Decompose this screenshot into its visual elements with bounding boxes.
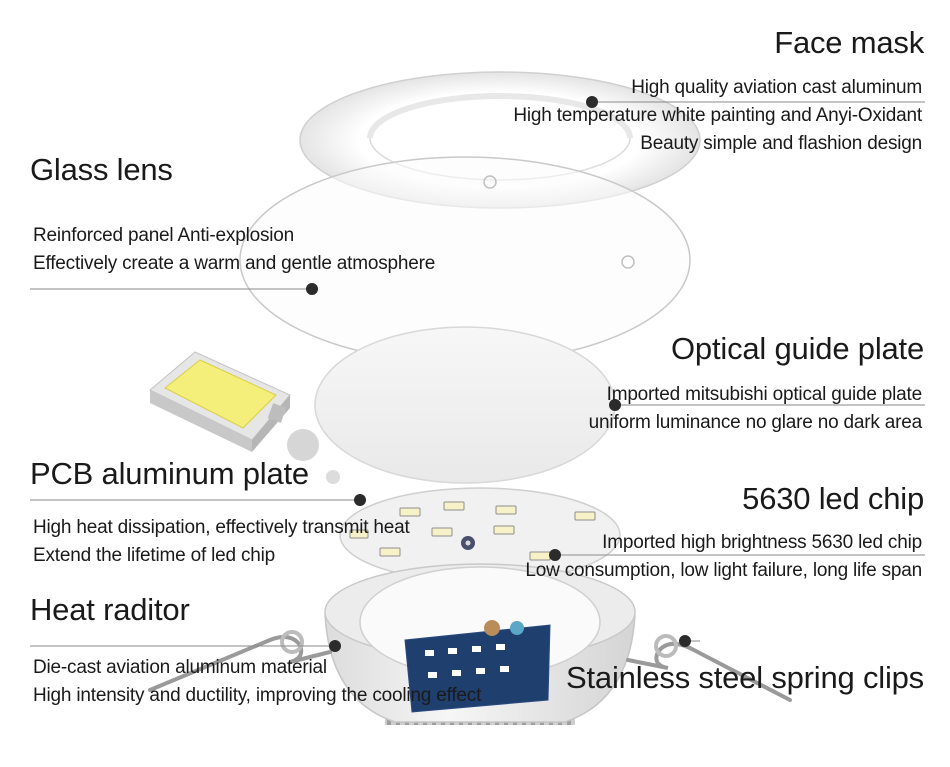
pcb-aluminum-plate-desc-line-2: Extend the lifetime of led chip (33, 545, 275, 566)
heat-radiator-housing (324, 563, 636, 725)
heat-radiator-desc-line-1: Die-cast aviation aluminum material (33, 657, 327, 678)
led-chip-closeup (149, 351, 340, 484)
callout-dots (306, 96, 691, 652)
heat-radiator-title: Heat raditor (30, 592, 190, 627)
leader-lines (30, 101, 925, 647)
mounting-hole (483, 175, 497, 189)
optical-guide-plate-title: Optical guide plate (671, 331, 924, 366)
driver-board-chips (425, 644, 509, 678)
callout-dot-heat-radiator (329, 640, 341, 652)
led-chip-desc-line-2: Low consumption, low light failure, long… (525, 560, 922, 581)
callout-dot-pcb (354, 494, 366, 506)
face-mask-desc-line-2: High temperature white painting and Anyi… (513, 105, 922, 126)
optical-guide-plate-desc-line-1: Imported mitsubishi optical guide plate (606, 384, 923, 405)
callout-dot-glass-lens (306, 283, 318, 295)
callout-dot-face-mask (586, 96, 598, 108)
glass-lens-title: Glass lens (30, 152, 173, 187)
face-mask-desc-line-1: High quality aviation cast aluminum (631, 77, 922, 98)
callout-dot-optical-guide-plate (609, 399, 621, 411)
optical-guide-plate (314, 326, 616, 484)
pcb-aluminum-plate (339, 487, 621, 583)
glass-lens-desc-line-1: Reinforced panel Anti-explosion (33, 225, 295, 246)
pcb-aluminum-plate-desc-line-1: High heat dissipation, effectively trans… (33, 517, 410, 538)
mounting-hole (621, 255, 635, 269)
face-mask-title: Face mask (774, 25, 924, 60)
spring-clip-left (148, 630, 332, 692)
optical-guide-plate-desc-line-2: uniform luminance no glare no dark area (588, 412, 923, 433)
face-mask-desc-line-3: Beauty simple and flashion design (640, 133, 922, 154)
led-chip-desc-line-1: Imported high brightness 5630 led chip (602, 532, 922, 553)
callout-dot-led-chip (549, 549, 561, 561)
callout-dot-spring-clips (679, 635, 691, 647)
capacitor (484, 620, 500, 636)
pcb-aluminum-plate-title: PCB aluminum plate (30, 456, 309, 491)
glass-lens-desc-line-2: Effectively create a warm and gentle atm… (33, 253, 436, 274)
capacitor (510, 621, 524, 635)
led-chip-title: 5630 led chip (742, 481, 924, 516)
heat-radiator-desc-line-2: High intensity and ductility, improving … (33, 685, 482, 706)
spring-clips-title: Stainless steel spring clips (566, 660, 924, 695)
